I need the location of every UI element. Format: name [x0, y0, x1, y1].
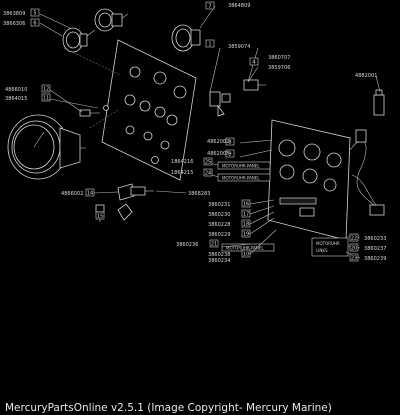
part-number-1864216[interactable]: 1864216 [171, 159, 193, 165]
lanyard-switch[interactable] [209, 91, 231, 117]
tachometer-gauge[interactable] [7, 114, 86, 180]
part-number-3860229[interactable]: 3860229 [208, 232, 230, 238]
callout-17[interactable]: 17 [243, 212, 249, 218]
part-number-4862002[interactable]: 4862002 [207, 139, 229, 145]
part-number-3860231[interactable]: 3860231 [208, 202, 230, 208]
callout-22[interactable]: 22 [351, 236, 357, 242]
callout-23[interactable]: 23 [351, 256, 357, 262]
small-gauge-2[interactable] [94, 8, 129, 32]
callout-14[interactable]: 14 [87, 191, 93, 197]
part-number-4866010[interactable]: 4866010 [5, 87, 27, 93]
callout-8[interactable]: 8 [228, 140, 231, 146]
callout-1[interactable]: 1 [208, 42, 211, 48]
right-instrument-panel[interactable] [267, 119, 351, 241]
part-number-3863809[interactable]: 3863809 [3, 11, 25, 17]
part-number-3859074[interactable]: 3859074 [228, 44, 250, 50]
callout-21[interactable]: 21 [211, 242, 217, 248]
callout-11[interactable]: 11 [43, 96, 49, 102]
callout-5[interactable]: 5 [33, 11, 36, 17]
callout-16[interactable]: 16 [243, 202, 249, 208]
key-fob[interactable] [117, 203, 133, 221]
fitting-connector[interactable] [79, 109, 100, 117]
part-number-3864015[interactable]: 3864015 [5, 96, 27, 102]
ignition-key-switch[interactable] [117, 183, 154, 201]
callout-10[interactable]: 10 [243, 252, 249, 258]
part-number-3860238[interactable]: 3860238 [208, 252, 230, 258]
part-number-1864215[interactable]: 1864215 [171, 170, 193, 176]
callout-24[interactable]: 24 [205, 171, 211, 177]
part-number-4862005[interactable]: 4862005 [207, 151, 229, 157]
exploded-parts-diagram: MOTORUHR-PANEL MOTORUHR-PANEL MOTORUHR-P… [3, 1, 386, 264]
part-number-3859706[interactable]: 3859706 [268, 65, 290, 71]
decal-label-bottom: MOTORUHR-PANEL [226, 246, 264, 251]
callout-7[interactable]: 7 [208, 4, 211, 10]
part-number-3860228[interactable]: 3860228 [208, 222, 230, 228]
part-number-3860233[interactable]: 3860233 [364, 236, 386, 242]
callout-15[interactable]: 15 [97, 214, 103, 220]
part-number-3860230[interactable]: 3860230 [208, 212, 230, 218]
part-number-3860239[interactable]: 3860239 [364, 256, 386, 262]
decal-label-top: MOTORUHR-PANEL [222, 164, 260, 169]
rear-wiring-harness[interactable] [349, 129, 385, 216]
part-number-3860707[interactable]: 3860707 [268, 55, 290, 61]
part-number-4882001[interactable]: 4882001 [355, 73, 377, 79]
box-label-b: LINKS [316, 248, 328, 253]
accessory-switch[interactable] [373, 89, 385, 116]
part-number-3860236[interactable]: 3860236 [176, 242, 198, 248]
wiring-connector[interactable] [243, 79, 266, 91]
left-instrument-panel[interactable] [101, 39, 197, 181]
callout-25[interactable]: 25 [205, 160, 211, 166]
callout-18[interactable]: 18 [243, 222, 249, 228]
callout-19[interactable]: 19 [243, 232, 249, 238]
small-gauge-3[interactable] [171, 24, 201, 52]
part-number-3866306[interactable]: 3866306 [3, 21, 25, 27]
part-number-3868283[interactable]: 3868283 [188, 191, 210, 197]
box-label-a: MOTORUHR [316, 241, 340, 246]
part-number-3860234[interactable]: 3860234 [208, 258, 230, 264]
part-number-4866002[interactable]: 4866002 [61, 191, 83, 197]
callout-20[interactable]: 20 [351, 246, 357, 252]
callout-4[interactable]: 4 [252, 60, 255, 66]
callout-9[interactable]: 9 [228, 152, 231, 158]
part-number-3860237[interactable]: 3860237 [364, 246, 386, 252]
decal-label-mid: MOTORUHR-PANEL [222, 176, 260, 181]
callout-6[interactable]: 6 [33, 21, 36, 27]
part-number-3864809[interactable]: 3864809 [228, 3, 250, 9]
callout-12[interactable]: 12 [43, 87, 49, 93]
lock-washer[interactable] [103, 105, 109, 111]
small-gauge-1[interactable] [62, 27, 96, 53]
copyright-footer: MercuryPartsOnline v2.5.1 (Image Copyrig… [5, 402, 332, 414]
